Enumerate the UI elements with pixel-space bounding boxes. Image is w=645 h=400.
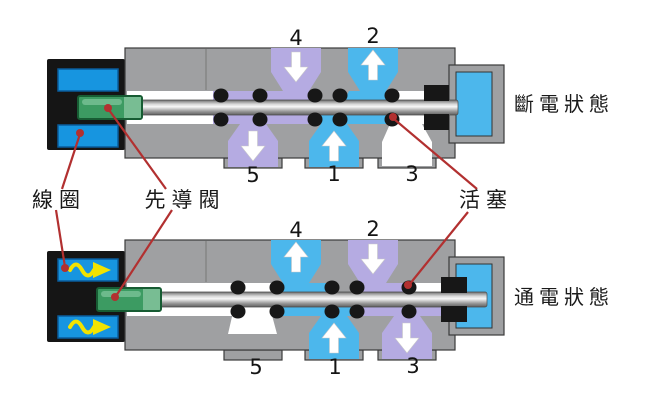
leader-dot [104, 104, 112, 112]
leader-line-coil-bottom [54, 209, 67, 268]
flow-arrow-up-port1 [321, 130, 347, 162]
seal-ring [252, 112, 268, 127]
label-piston: 活塞 [459, 188, 513, 212]
seal-ring [230, 304, 246, 319]
seal-ring [349, 304, 365, 319]
state-label-de-energized: 斷電狀態 [514, 92, 614, 116]
seal-ring [269, 304, 285, 319]
seal-ring [252, 88, 268, 103]
port-label-5: 5 [246, 163, 259, 187]
spool-seals [213, 88, 400, 127]
spool-seals [230, 280, 417, 319]
seal-ring [332, 88, 348, 103]
pilot-highlight [82, 99, 122, 105]
spool-recess [248, 283, 270, 294]
coil-lower [57, 124, 119, 148]
leader-dot [404, 281, 412, 289]
text-labels: 線圈 先導閥 活塞 斷電狀態 通電狀態 [32, 92, 614, 309]
port-label-1: 1 [328, 355, 341, 379]
leader-line-piston-bottom [408, 211, 469, 286]
seal-ring [307, 88, 323, 103]
leader-line-pilot-bottom [115, 209, 173, 297]
leader-dot [61, 264, 69, 272]
port-label-3: 3 [405, 162, 418, 186]
piston-head-upper [424, 85, 449, 101]
label-coil: 線圈 [32, 188, 86, 212]
seal-ring [269, 280, 285, 295]
port-3-channel [382, 124, 432, 166]
seal-ring [307, 112, 323, 127]
leader-dot [111, 293, 119, 301]
state-label-energized: 通電狀態 [514, 285, 614, 309]
seal-ring [230, 280, 246, 295]
port-label-4: 4 [289, 26, 302, 50]
pilot-highlight [101, 291, 141, 297]
end-cap-chamber [455, 71, 493, 137]
port-label-4: 4 [289, 218, 302, 242]
flow-arrow-up-port2 [360, 49, 386, 81]
label-pilot-valve: 先導閥 [145, 188, 226, 212]
piston-head-lower [441, 306, 467, 322]
leader-dot [76, 129, 84, 137]
flow-arrow-down-port5 [240, 130, 266, 162]
seal-ring [332, 112, 348, 127]
flow-arrow-down-port4 [283, 51, 309, 83]
top-valve: 4 2 5 1 3 [47, 24, 505, 187]
port-label-2: 2 [366, 24, 379, 48]
seal-ring [384, 88, 400, 103]
leader-line-coil-top [60, 133, 82, 190]
current-arrow-icon [68, 319, 111, 335]
coil-upper [57, 68, 119, 92]
seal-ring [349, 280, 365, 295]
leader-line-piston-top [393, 118, 478, 190]
seal-ring [401, 304, 417, 319]
flow-arrow-up-port1 [321, 322, 347, 354]
piston-head-lower [424, 114, 449, 130]
port-label-2: 2 [366, 217, 379, 241]
seal-ring [213, 112, 229, 127]
pilot-tip [124, 97, 141, 118]
flow-arrow-up-port4 [283, 241, 309, 273]
flow-arrow-down-port2 [360, 243, 386, 275]
pilot-tip [143, 289, 160, 310]
flow-arrow-down-port3 [394, 322, 420, 354]
piston-rod [151, 291, 488, 308]
seal-ring [324, 304, 340, 319]
leader-line-pilot-top [108, 109, 167, 190]
port-label-3: 3 [406, 354, 419, 378]
current-arrow-icon [68, 262, 111, 278]
piston-rod [135, 99, 459, 116]
port-label-5: 5 [249, 355, 262, 379]
leader-dot [389, 113, 397, 121]
seal-ring [213, 88, 229, 103]
leader-lines [54, 104, 478, 301]
port-label-1: 1 [327, 162, 340, 186]
seal-ring [324, 280, 340, 295]
piston-head-upper [441, 277, 467, 293]
